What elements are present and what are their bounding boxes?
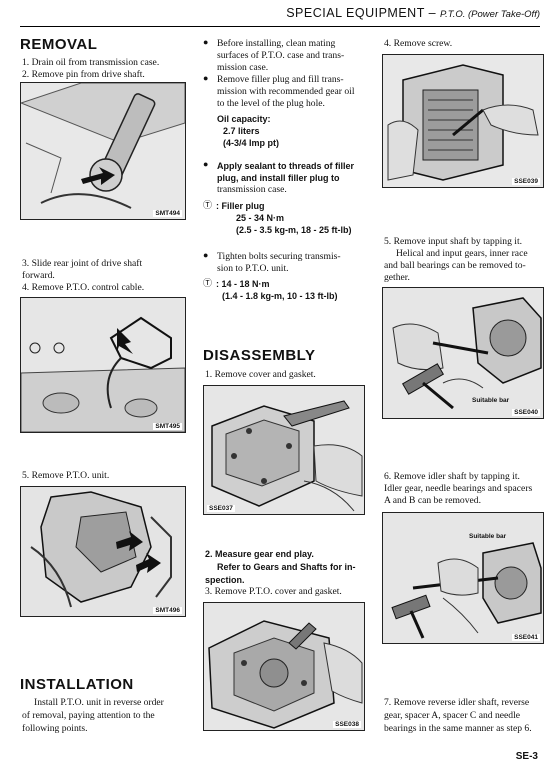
right-step-6b: Idler gear, needle bearings and spacers: [384, 483, 533, 494]
figure-caption-sse038: SSE038: [333, 721, 361, 728]
installation-title: INSTALLATION: [20, 676, 134, 693]
header-rule: [20, 26, 540, 27]
bolt-torque-kgm: (1.4 - 1.8 kg-m, 10 - 13 ft-lb): [222, 291, 338, 301]
figure-smt495: SMT495: [20, 297, 186, 433]
note-4b: sion to P.T.O. unit.: [217, 263, 289, 274]
right-step-5b: Helical and input gears, inner race: [396, 248, 528, 259]
torque-icon: Ⓣ: [203, 201, 213, 211]
bullet-icon: ●: [203, 250, 209, 260]
note-4a: Tighten bolts securing transmis-: [217, 251, 341, 262]
page-header: SPECIAL EQUIPMENT – P.T.O. (Power Take-O…: [0, 4, 540, 22]
removal-step-3b: forward.: [22, 270, 55, 281]
installation-text-3: following points.: [22, 723, 88, 734]
right-step-7a: 7. Remove reverse idler shaft, reverse: [384, 697, 530, 708]
right-step-4: 4. Remove screw.: [384, 38, 453, 49]
right-step-7c: bearings in the same manner as step 6.: [384, 723, 532, 734]
figure-caption-sse041: SSE041: [512, 634, 540, 641]
input-shaft-tapping-illustration: [383, 288, 543, 418]
disassembly-step-2b: Refer to Gears and Shafts for in-: [217, 562, 356, 572]
figure-caption-sse040: SSE040: [512, 409, 540, 416]
disassembly-step-2a: 2. Measure gear end play.: [205, 549, 314, 559]
note-2c: to the level of the plug hole.: [217, 98, 325, 109]
removal-title: REMOVAL: [20, 36, 98, 53]
disassembly-step-2c: spection.: [205, 575, 245, 585]
figure-sse041: Suitable bar SSE041: [382, 512, 544, 644]
oil-capacity-liters: 2.7 liters: [223, 126, 260, 136]
figure-caption-sse037: SSE037: [207, 505, 235, 512]
drive-shaft-illustration: [21, 83, 185, 219]
figure-sse038: SSE038: [203, 602, 365, 731]
note-1c: mission case.: [217, 62, 269, 73]
removal-step-4: 4. Remove P.T.O. control cable.: [22, 282, 145, 293]
removal-step-5: 5. Remove P.T.O. unit.: [22, 470, 110, 481]
disassembly-step-3: 3. Remove P.T.O. cover and gasket.: [205, 586, 342, 597]
pto-unit-removal-illustration: [21, 487, 185, 616]
bolt-torque-nm: : 14 - 18 N·m: [216, 279, 270, 289]
right-step-6c: A and B can be removed.: [384, 495, 481, 506]
note-1a: Before installing, clean mating: [217, 38, 336, 49]
right-step-6a: 6. Remove idler shaft by tapping it.: [384, 471, 520, 482]
right-step-5a: 5. Remove input shaft by tapping it.: [384, 236, 523, 247]
header-separator: –: [424, 6, 441, 20]
right-step-5c: and ball bearings can be removed to-: [384, 260, 526, 271]
right-step-7b: gear, spacer A, spacer C and needle: [384, 710, 520, 721]
oil-capacity-imp: (4-3/4 Imp pt): [223, 138, 280, 148]
header-subtitle: P.T.O. (Power Take-Off): [440, 9, 540, 20]
oil-capacity-label: Oil capacity:: [217, 114, 271, 124]
figure-caption-smt496: SMT496: [153, 607, 182, 614]
header-title: SPECIAL EQUIPMENT: [286, 6, 425, 20]
figure-smt496: SMT496: [20, 486, 186, 617]
filler-plug-label: : Filler plug: [216, 201, 265, 211]
suitable-bar-label-1: Suitable bar: [472, 397, 510, 404]
removal-step-3a: 3. Slide rear joint of drive shaft: [22, 258, 143, 269]
disassembly-title: DISASSEMBLY: [203, 347, 316, 364]
note-3a: Apply sealant to threads of filler: [217, 161, 355, 171]
note-3b: plug, and install filler plug to: [217, 173, 340, 183]
torque-icon: Ⓣ: [203, 279, 213, 289]
figure-sse039: SSE039: [382, 54, 544, 188]
note-2b: mission with recommended gear oil: [217, 86, 355, 97]
filler-plug-torque-kgm: (2.5 - 3.5 kg-m, 18 - 25 ft-lb): [236, 225, 352, 235]
installation-text-2: of removal, paying attention to the: [22, 710, 155, 721]
figure-caption-smt494: SMT494: [153, 210, 182, 217]
screw-removal-illustration: [383, 55, 543, 187]
installation-text-1: Install P.T.O. unit in reverse order: [34, 697, 164, 708]
removal-step-2: 2. Remove pin from drive shaft.: [22, 69, 145, 80]
pto-cover-removal-illustration: [204, 603, 364, 730]
disassembly-step-1: 1. Remove cover and gasket.: [205, 369, 316, 380]
note-1b: surfaces of P.T.O. case and trans-: [217, 50, 345, 61]
figure-caption-sse039: SSE039: [512, 178, 540, 185]
figure-sse040: Suitable bar SSE040: [382, 287, 544, 419]
figure-caption-smt495: SMT495: [153, 423, 182, 430]
note-2a: Remove filler plug and fill trans-: [217, 74, 344, 85]
right-step-5d: gether.: [384, 272, 410, 283]
removal-step-1: 1. Drain oil from transmission case.: [22, 57, 160, 68]
bullet-icon: ●: [203, 159, 209, 169]
figure-sse037: SSE037: [203, 385, 365, 515]
page-number: SE-3: [515, 751, 538, 762]
control-cable-illustration: [21, 298, 185, 432]
bullet-icon: ●: [203, 73, 209, 83]
note-3c: transmission case.: [217, 184, 287, 195]
idler-shaft-tapping-illustration: [383, 513, 543, 643]
filler-plug-torque-nm: 25 - 34 N·m: [236, 213, 285, 223]
bullet-icon: ●: [203, 37, 209, 47]
suitable-bar-label-2: Suitable bar: [469, 533, 507, 540]
cover-removal-illustration: [204, 386, 364, 514]
figure-smt494: SMT494: [20, 82, 186, 220]
